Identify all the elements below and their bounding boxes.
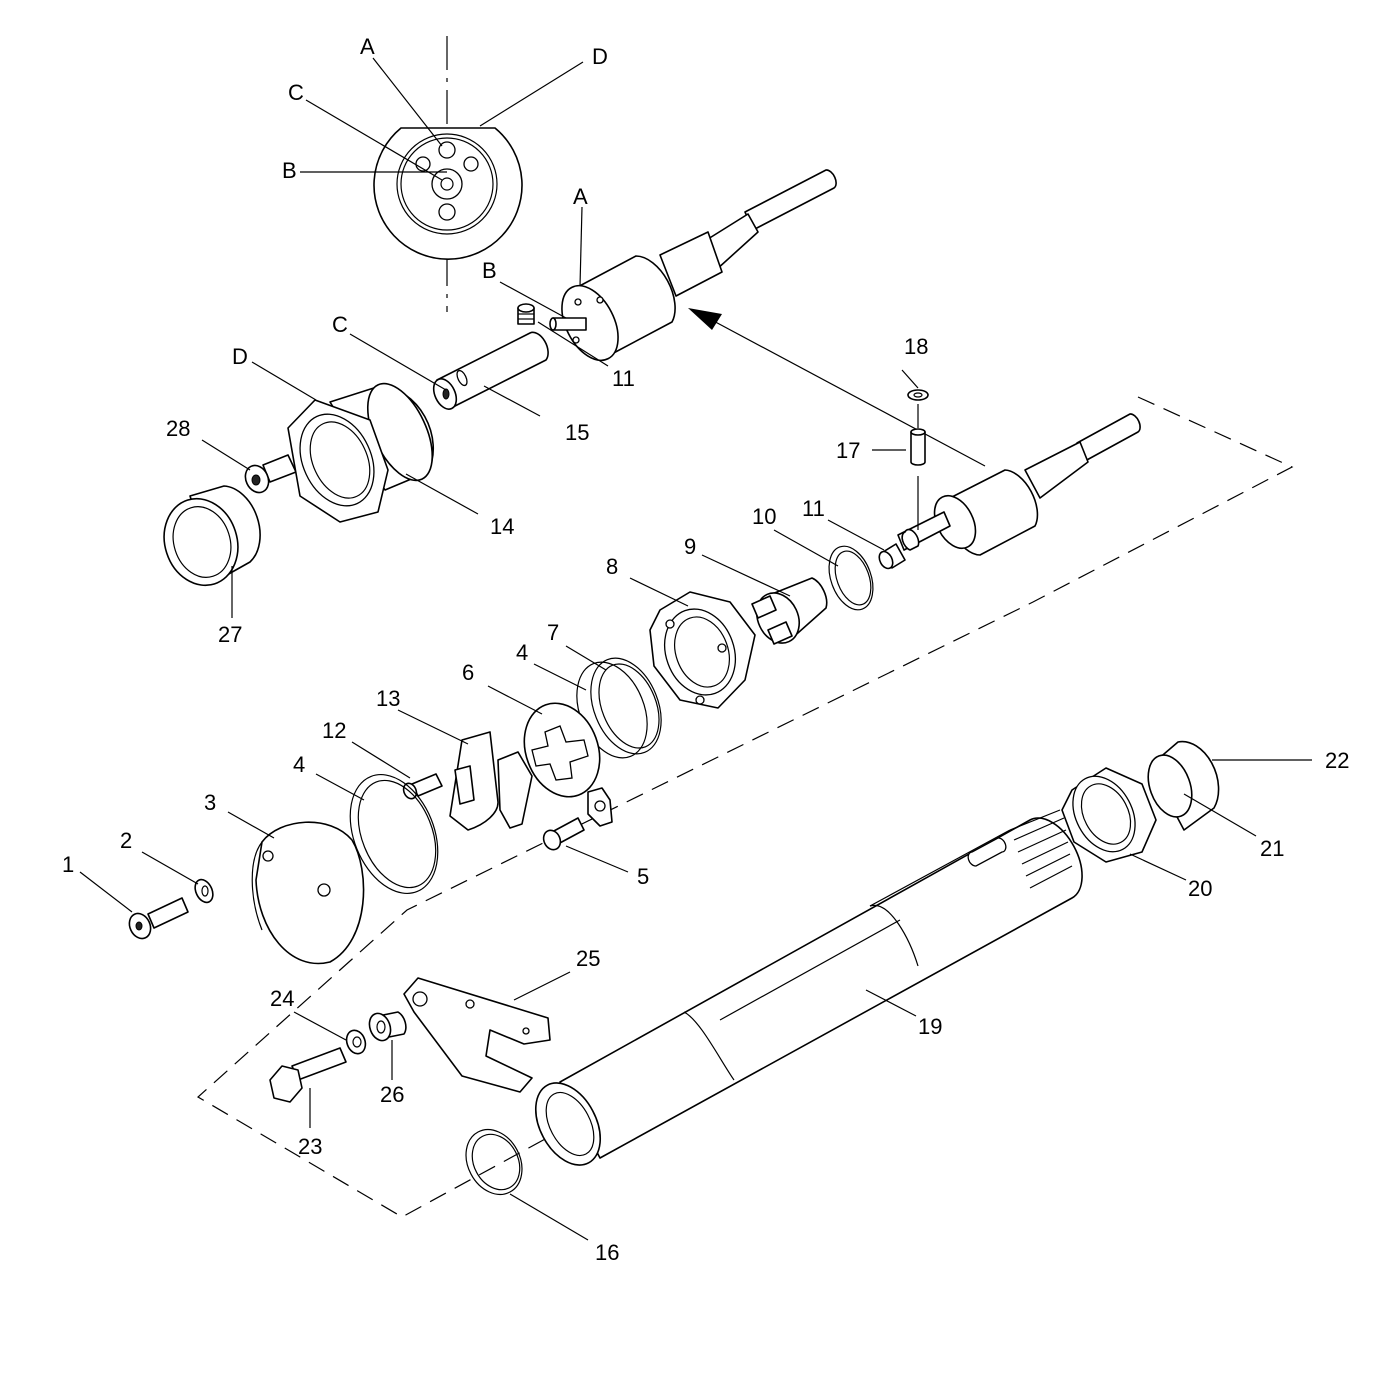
label-part-28: 28 [166,416,190,441]
motor-unit-lower [897,413,1141,556]
label-part-15: 15 [565,420,589,445]
label-part-19: 19 [918,1014,942,1039]
part-17-pin [910,404,926,530]
label-detail-d-housing: D [232,344,248,369]
label-part-23: 23 [298,1134,322,1159]
part-9-coupling [751,577,828,645]
label-part-17: 17 [836,438,860,463]
label-part-2: 2 [120,828,132,853]
part-8-bearing-plate [649,591,756,709]
label-part-4-upper: 4 [516,640,528,665]
part-19-tube [534,809,1083,1166]
part-25-clamp-bracket [403,977,551,1093]
part-18-washer [907,389,929,401]
label-detail-a-motor: A [573,184,588,209]
part-5-screw [542,817,585,851]
label-part-3: 3 [204,790,216,815]
label-part-11-upper: 11 [612,366,635,391]
label-detail-a-top: A [360,34,375,59]
label-part-26: 26 [380,1082,404,1107]
label-part-13: 13 [376,686,400,711]
part-14-housing [287,382,435,523]
assembly-boundary [196,396,1294,1218]
part-26-spacer [368,1011,407,1042]
label-part-14: 14 [490,514,514,539]
label-part-8: 8 [606,554,618,579]
label-part-4-lower: 4 [293,752,305,777]
label-detail-d-top: D [592,44,608,69]
part-1-screw [128,897,189,940]
part-3-cover [251,821,365,965]
label-part-1: 1 [62,852,74,877]
part-11-set-screw-lower [878,543,906,570]
label-part-18: 18 [904,334,928,359]
part-28-screw [244,454,297,494]
label-detail-b-top: B [282,158,297,183]
part-2-washer [194,878,214,904]
label-part-21: 21 [1260,836,1284,861]
part-13-bracket [449,731,533,831]
label-part-22: 22 [1325,748,1349,773]
part-16-o-ring [465,1128,523,1196]
part-27-sleeve [163,485,261,587]
label-detail-b-motor: B [482,258,497,283]
part-11-set-screw-upper [517,303,535,325]
label-part-7: 7 [547,620,559,645]
label-part-20: 20 [1188,876,1212,901]
label-part-6: 6 [462,660,474,685]
label-detail-c-shaft: C [332,312,348,337]
motor-unit-upper [549,169,837,362]
detail-view [373,36,523,312]
label-part-16: 16 [595,1240,619,1265]
part-24-washer [345,1029,367,1055]
label-part-10: 10 [752,504,776,529]
label-part-9: 9 [684,534,696,559]
assembly-arrow [688,308,986,467]
label-part-27: 27 [218,622,242,647]
part-21-22-cap [1147,740,1220,831]
label-detail-c-top: C [288,80,304,105]
part-6-plate [523,702,613,827]
label-part-11-lower: 11 [802,496,825,521]
leader-lines [79,57,1312,1241]
part-15-shaft [432,331,549,410]
part-23-bolt [269,1047,347,1103]
label-part-25: 25 [576,946,600,971]
part-20-nut [1061,767,1157,863]
part-12-screw [402,773,443,800]
label-part-5: 5 [637,864,649,889]
part-7-o-ring [590,657,662,755]
part-10-retaining-ring [828,545,874,611]
label-part-24: 24 [270,986,294,1011]
label-part-12: 12 [322,718,346,743]
